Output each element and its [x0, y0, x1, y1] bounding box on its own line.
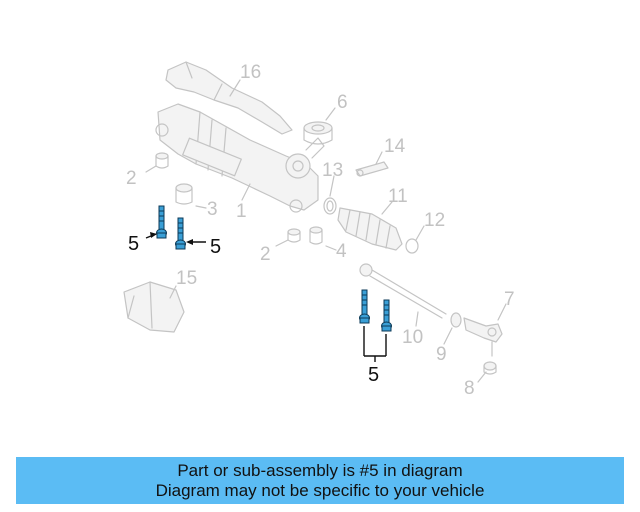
part-11-boot — [337, 207, 403, 251]
part-6-mount-bushing — [303, 121, 333, 145]
leader-7 — [497, 303, 507, 321]
label-13: 13 — [322, 160, 343, 181]
leader-9 — [443, 327, 453, 345]
parts-diagram: 16 6 1 2 3 13 1 — [123, 61, 515, 399]
label-16: 16 — [240, 62, 261, 83]
leader-11 — [381, 201, 393, 215]
part-5-bolt-left-b[interactable] — [175, 217, 186, 250]
part-9-jam-nut — [450, 312, 462, 328]
label-3: 3 — [207, 199, 218, 220]
label-4: 4 — [336, 241, 347, 262]
label-1: 1 — [236, 201, 247, 222]
banner-line-2: Diagram may not be specific to your vehi… — [155, 481, 485, 500]
label-15: 15 — [176, 268, 197, 289]
label-5-middle: 5 — [210, 236, 221, 258]
part-5-bolt-right-b[interactable] — [381, 299, 392, 332]
part-4-bushing — [309, 226, 323, 245]
part-1-steering-gear — [155, 103, 325, 213]
label-2b: 2 — [260, 244, 271, 265]
label-8: 8 — [464, 378, 475, 399]
leader-12 — [415, 225, 425, 241]
part-7-outer-tie-rod — [463, 317, 503, 357]
part-15-shield — [123, 281, 185, 333]
leader-6 — [325, 107, 336, 121]
pointer-5-left-a — [145, 232, 157, 239]
part-12-clamp — [405, 238, 419, 254]
part-10-inner-tie-rod — [359, 263, 447, 319]
leader-14 — [375, 151, 383, 165]
pointer-5-right-bracket — [363, 326, 387, 362]
part-8-nut — [483, 361, 497, 375]
info-banner: Part or sub-assembly is #5 in diagram Di… — [16, 457, 624, 504]
label-11: 11 — [388, 186, 408, 207]
label-7: 7 — [504, 289, 515, 310]
leader-8 — [477, 371, 487, 383]
label-2a: 2 — [126, 168, 137, 189]
leader-15 — [169, 285, 177, 299]
leader-2b — [275, 239, 289, 247]
leader-1 — [241, 183, 251, 201]
label-5-right: 5 — [368, 364, 379, 386]
part-5-bolt-right-a[interactable] — [359, 289, 370, 324]
leader-16 — [229, 79, 241, 97]
leader-10 — [415, 311, 419, 327]
label-14: 14 — [384, 136, 406, 157]
part-2-bushing-lower — [287, 228, 301, 243]
pointer-5-left-b — [186, 239, 206, 245]
part-14-bracket — [355, 161, 389, 177]
part-2-bushing-upper — [155, 152, 169, 169]
part-13-seal — [323, 197, 337, 215]
leader-13 — [329, 175, 335, 197]
leader-3 — [195, 205, 207, 209]
label-10: 10 — [402, 327, 423, 348]
label-6: 6 — [337, 92, 348, 113]
part-3-bushing — [175, 183, 193, 205]
label-12: 12 — [424, 210, 445, 231]
label-5-left: 5 — [128, 233, 139, 255]
label-9: 9 — [436, 344, 447, 365]
leader-4 — [325, 245, 337, 251]
part-16-heat-shield — [165, 61, 293, 135]
leader-2a — [145, 165, 157, 173]
part-5-bolt-left-a[interactable] — [156, 205, 167, 239]
banner-line-1: Part or sub-assembly is #5 in diagram — [177, 461, 463, 480]
